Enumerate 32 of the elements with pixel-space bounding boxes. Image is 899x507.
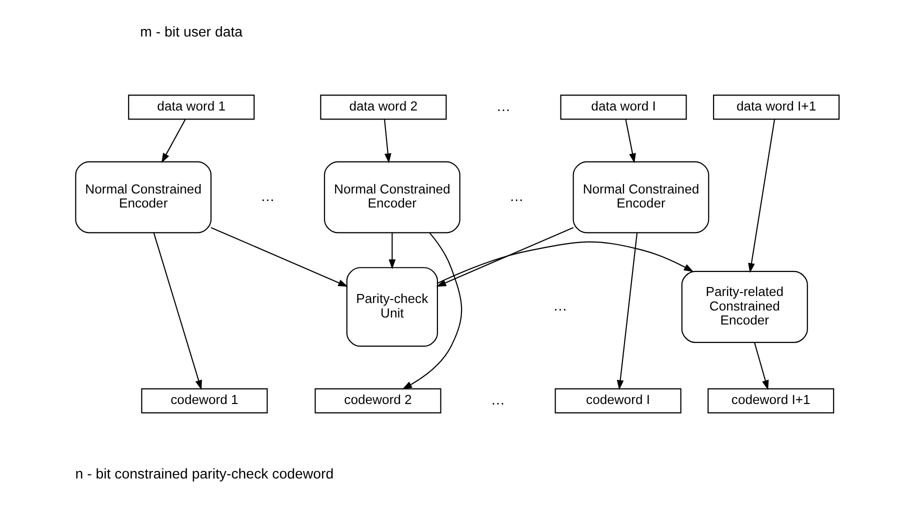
node-box: codeword I (554, 388, 681, 413)
label: … (508, 188, 524, 204)
arrow (748, 118, 775, 273)
arrow (388, 232, 396, 269)
node-box: data word 1 (128, 94, 254, 120)
node-box: Parity-related Constrained Encoder (680, 270, 808, 342)
label: … (496, 98, 510, 114)
arrow (160, 118, 186, 163)
node-box: Normal Constrained Encoder (323, 160, 460, 233)
label: … (260, 188, 274, 204)
arrow (402, 232, 462, 389)
arrow (624, 118, 636, 163)
node-box: data word I (560, 94, 686, 120)
arrow (436, 226, 574, 286)
arrow (383, 118, 391, 163)
arrow (754, 342, 768, 390)
arrow (152, 232, 202, 390)
node-box: codeword 1 (140, 388, 268, 413)
arrow (436, 240, 694, 284)
node-box: data word 2 (320, 94, 446, 120)
label: … (490, 392, 505, 408)
label: … (552, 298, 567, 314)
node-box: codeword 2 (314, 388, 441, 413)
label: n - bit constrained parity-check codeword (74, 466, 334, 482)
node-box: Parity-check Unit (346, 266, 438, 346)
node-box: data word I+1 (712, 94, 840, 120)
label: m - bit user data (140, 24, 242, 40)
arrow (616, 232, 638, 390)
node-box: codeword I+1 (707, 388, 834, 413)
node-box: Normal Constrained Encoder (74, 160, 212, 233)
arrow (210, 226, 348, 286)
node-box: Normal Constrained Encoder (572, 160, 709, 233)
